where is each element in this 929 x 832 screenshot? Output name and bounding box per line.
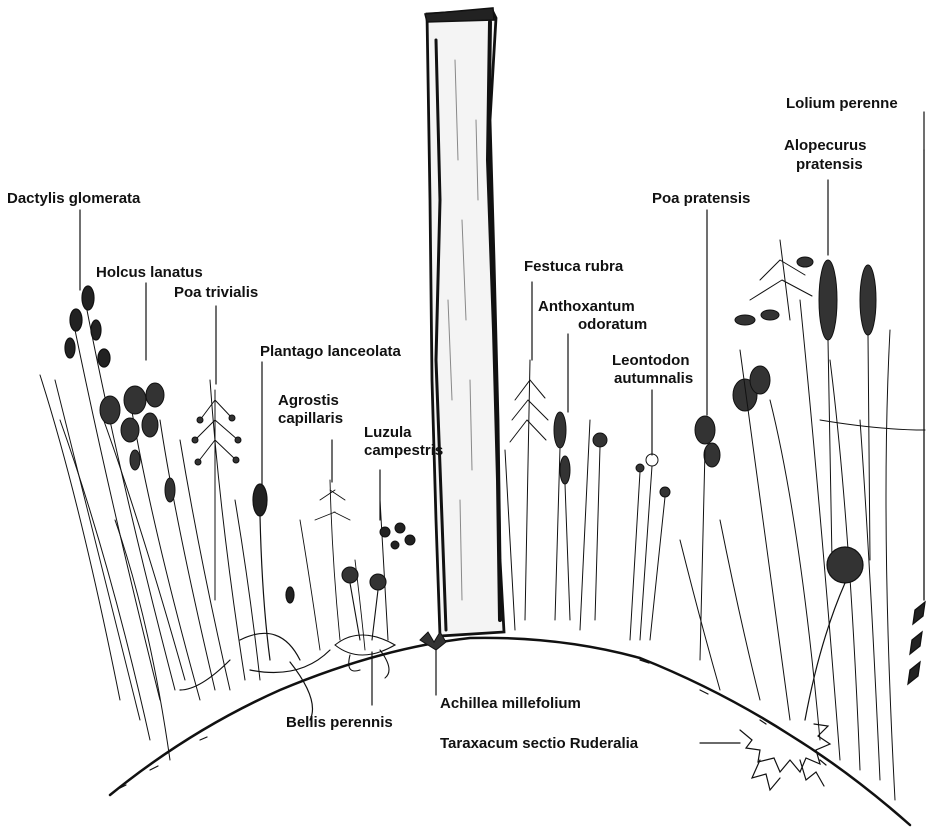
label-lolium-perenne: Lolium perenne	[786, 95, 898, 113]
plantago-plant	[180, 484, 330, 720]
ground-texture	[120, 660, 826, 788]
label-luzula: Luzula	[364, 424, 412, 442]
poa-trivialis-panicle	[192, 390, 241, 600]
label-agrostis: Agrostis	[278, 392, 339, 410]
label-festuca-rubra: Festuca rubra	[524, 258, 623, 276]
bellis-plant	[335, 567, 395, 678]
label-agrostis-2: capillaris	[278, 410, 343, 428]
label-holcus-lanatus: Holcus lanatus	[96, 264, 203, 282]
poa-pratensis-panicle	[695, 366, 770, 660]
wooden-post	[425, 8, 504, 636]
ground-line	[110, 638, 910, 825]
label-dactylis-glomerata: Dactylis glomerata	[7, 190, 140, 208]
label-achillea-millefolium: Achillea millefolium	[440, 695, 581, 713]
agrostis-plant	[300, 480, 365, 650]
achillea-plant	[420, 632, 446, 650]
label-taraxacum: Taraxacum sectio Ruderalia	[440, 735, 638, 753]
grass-blades-right	[680, 300, 925, 800]
label-luzula-2: campestris	[364, 442, 443, 460]
dactylis-seedhead	[65, 286, 110, 367]
label-plantago-lanceolata: Plantago lanceolata	[260, 343, 401, 361]
label-poa-trivialis: Poa trivialis	[174, 284, 258, 302]
festuca-anthoxanthum	[505, 360, 607, 630]
label-leontodon-2: autumnalis	[614, 370, 693, 388]
label-alopecurus-2: pratensis	[796, 156, 863, 174]
label-anthoxantum: Anthoxantum	[538, 298, 635, 316]
label-poa-pratensis: Poa pratensis	[652, 190, 750, 208]
leontodon-plant	[630, 454, 670, 640]
grass-blades-left	[40, 300, 260, 760]
taraxacum-plant	[740, 547, 863, 790]
label-leontodon: Leontodon	[612, 352, 689, 370]
lolium-plant	[908, 150, 925, 684]
label-alopecurus: Alopecurus	[784, 137, 867, 155]
luzula-plant	[380, 500, 415, 640]
leader-lines	[80, 112, 924, 743]
alopecurus-spikes	[819, 260, 876, 560]
label-anthoxantum-2: odoratum	[578, 316, 647, 334]
label-bellis-perennis: Bellis perennis	[286, 714, 393, 732]
